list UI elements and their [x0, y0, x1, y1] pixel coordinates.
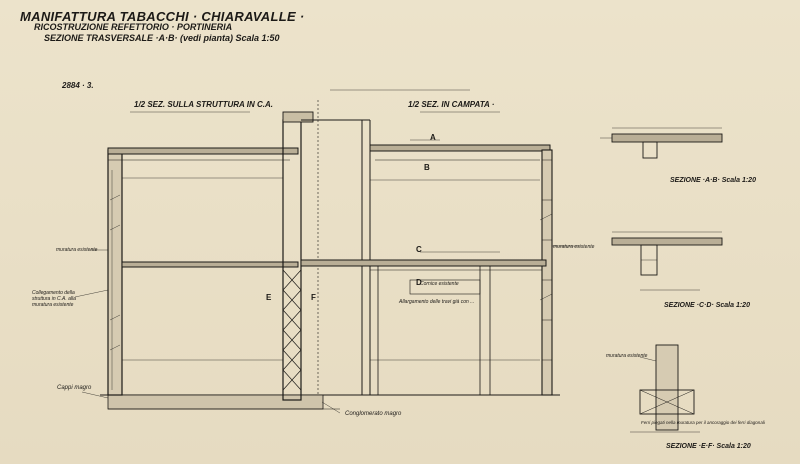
- note-connection: Collegamento della struttura in C.A. all…: [32, 290, 76, 308]
- detail-title-ef: SEZIONE ·E·F· Scala 1:20: [666, 443, 751, 450]
- note-existing-wall-right: muratura esistente: [553, 244, 595, 250]
- mark-f: F: [311, 293, 316, 302]
- note-cornice: Cornice esistente: [420, 281, 459, 287]
- note-foundation: Cappi magro: [57, 385, 92, 391]
- mark-a: A: [430, 133, 436, 142]
- detail-title-ab: SEZIONE ·A·B· Scala 1:20: [670, 177, 756, 184]
- title-main: MANIFATTURA TABACCHI · CHIARAVALLE ·: [20, 9, 305, 24]
- note-existing-wall-left: muratura esistente: [56, 247, 98, 253]
- title-sub: RICOSTRUZIONE REFETTORIO · PORTINERIA: [34, 22, 233, 32]
- note-concrete: Conglomerato magro: [345, 411, 402, 417]
- mark-c: C: [416, 245, 422, 254]
- heading-left-half: 1/2 SEZ. SULLA STRUTTURA IN C.A.: [134, 100, 273, 109]
- note-existing-wall-detail: muratura esistente: [606, 353, 648, 359]
- detail-title-cd: SEZIONE ·C·D· Scala 1:20: [664, 302, 750, 309]
- mark-d: D: [416, 278, 422, 287]
- note-bent-bars: Ferri piegati nella muratura per il anco…: [641, 420, 765, 425]
- heading-right-half: 1/2 SEZ. IN CAMPATA ·: [408, 100, 495, 109]
- title-section: SEZIONE TRASVERSALE ·A·B· (vedi pianta) …: [44, 33, 280, 43]
- reference-number: 2884 · 3.: [62, 81, 94, 90]
- mark-e: E: [266, 293, 272, 302]
- note-beam-widening: Allargamento delle travi già con ...: [399, 299, 475, 305]
- mark-b: B: [424, 163, 430, 172]
